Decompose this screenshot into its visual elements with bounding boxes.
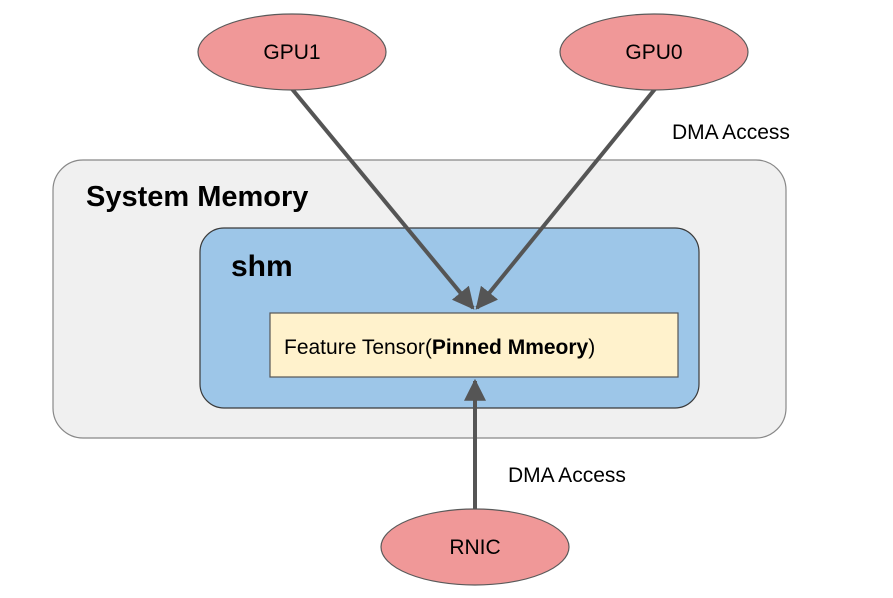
feature-tensor-bold: Pinned Mmeory <box>432 336 589 359</box>
gpu0-label: GPU0 <box>625 41 682 64</box>
rnic-node: RNIC <box>380 508 570 586</box>
gpu1-label: GPU1 <box>263 41 320 64</box>
rnic-label: RNIC <box>449 536 500 559</box>
gpu0-to-tensor-arrow <box>475 87 657 310</box>
dma-access-top-label: DMA Access <box>672 121 790 144</box>
feature-tensor-suffix: ) <box>588 336 595 359</box>
gpu0-node: GPU0 <box>559 13 749 91</box>
feature-tensor-region: Feature Tensor(Pinned Mmeory) <box>269 312 679 378</box>
feature-tensor-box <box>269 312 679 378</box>
gpu0-ellipse <box>559 13 749 91</box>
rnic-ellipse <box>380 508 570 586</box>
gpu1-ellipse <box>197 13 387 91</box>
feature-tensor-label: Feature Tensor(Pinned Mmeory) <box>284 336 595 359</box>
gpu1-node: GPU1 <box>197 13 387 91</box>
system-memory-title: System Memory <box>86 181 308 213</box>
shm-title: shm <box>231 250 293 283</box>
gpu1-to-tensor-arrow <box>290 87 475 310</box>
dma-access-bottom-label: DMA Access <box>508 464 626 487</box>
feature-tensor-prefix: Feature Tensor( <box>284 336 432 359</box>
